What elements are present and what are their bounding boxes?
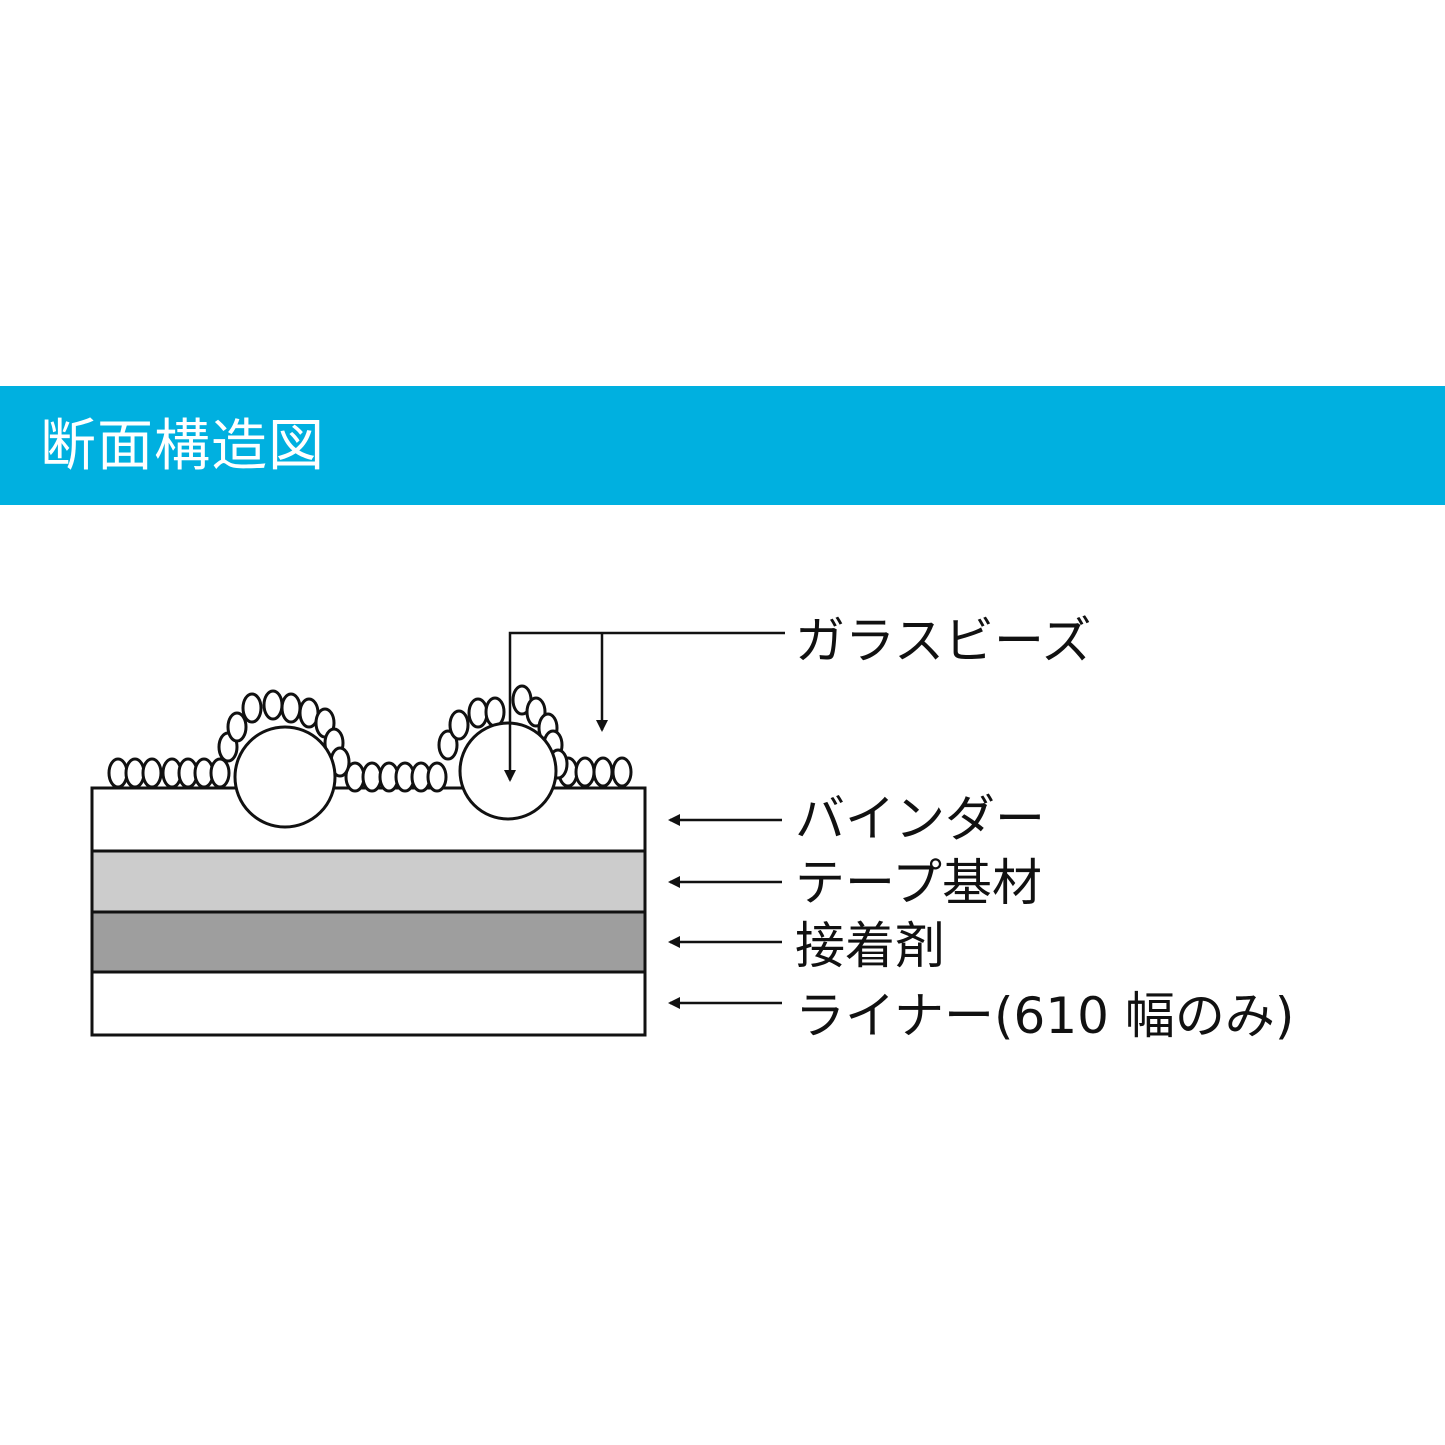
small-glass-bead <box>209 757 231 789</box>
small-glass-bead <box>280 692 302 724</box>
tape-base-layer <box>90 849 647 914</box>
large-glass-bead <box>458 721 558 821</box>
header-title: 断面構造図 <box>40 414 325 479</box>
glass-beads-group <box>107 684 633 829</box>
adhesive-layer <box>90 910 647 974</box>
tape-base-label: テープ基材 <box>795 854 1042 912</box>
small-glass-bead <box>262 689 284 721</box>
small-glass-bead <box>484 696 506 728</box>
small-glass-bead <box>124 757 146 789</box>
liner-label: ライナー(610 幅のみ) <box>795 987 1294 1045</box>
small-glass-bead <box>426 761 448 793</box>
header-band <box>0 386 1445 505</box>
binder-label: バインダー <box>795 790 1045 848</box>
small-glass-bead <box>592 756 614 788</box>
small-glass-bead <box>107 757 129 789</box>
small-glass-bead <box>226 711 248 743</box>
large-glass-bead <box>233 725 337 829</box>
small-glass-bead <box>467 697 489 729</box>
small-glass-bead <box>361 761 383 793</box>
small-glass-bead <box>141 757 163 789</box>
small-glass-bead <box>241 692 263 724</box>
small-glass-bead <box>574 756 596 788</box>
small-glass-bead <box>437 729 459 761</box>
adhesive-label: 接着剤 <box>795 917 945 975</box>
glass-beads-leader-line <box>504 631 785 782</box>
small-glass-bead <box>448 709 470 741</box>
binder-layer <box>90 786 647 853</box>
liner-layer <box>90 970 647 1037</box>
small-glass-bead <box>611 756 633 788</box>
glass-beads-label: ガラスビーズ <box>795 612 1092 670</box>
